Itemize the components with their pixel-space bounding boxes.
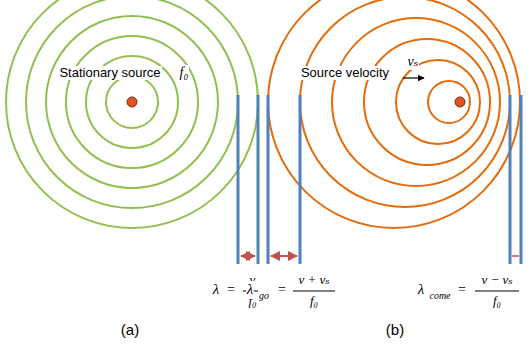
marker-line <box>257 95 260 264</box>
fraction-numerator: v + vₛ <box>297 273 330 288</box>
wavelength-arrows <box>241 255 519 257</box>
fraction-denominator: f₀ <box>309 294 319 309</box>
wavefront <box>428 81 470 123</box>
velocity-arrow <box>403 77 424 78</box>
stationary-wavefronts <box>6 0 258 228</box>
panel-caption: (a) <box>120 321 140 338</box>
equals-sign: = <box>226 282 236 298</box>
marker-line <box>520 95 523 264</box>
fraction-numerator: v − vₛ <box>480 273 513 288</box>
wavefront <box>106 76 158 128</box>
wavefront <box>364 39 490 165</box>
marker-line <box>237 95 240 264</box>
source-dot <box>455 97 465 107</box>
wavelength-symbol: λ <box>246 281 255 298</box>
wavelength-subscript: come <box>428 290 451 302</box>
dimension-arrow <box>271 255 297 257</box>
fraction-denominator: f₀ <box>492 294 502 309</box>
wavefront <box>332 18 500 186</box>
wavefront <box>268 0 520 228</box>
wavelength-symbol: λ <box>212 281 221 298</box>
equals-sign: = <box>277 282 287 298</box>
dimension-arrow <box>512 255 519 257</box>
wavefront <box>396 60 480 144</box>
panel-caption: (b) <box>385 321 405 338</box>
wavelength-markers <box>238 95 521 264</box>
wavefront <box>66 36 198 168</box>
velocity-label: Source velocity <box>300 66 390 81</box>
dimension-arrow <box>241 255 255 257</box>
velocity-symbol: vₛ <box>407 54 420 70</box>
fraction-bar <box>475 291 519 292</box>
wavelength-symbol: λ <box>417 281 426 298</box>
frequency-symbol: f₀ <box>179 65 190 81</box>
wavefront <box>6 0 258 228</box>
wavefront <box>26 0 238 208</box>
moving-wavefronts <box>268 0 520 228</box>
fraction-bar <box>293 291 335 292</box>
source-label: Stationary source <box>58 66 161 81</box>
wavelength-subscript: go <box>258 290 270 302</box>
marker-line <box>267 95 270 264</box>
marker-line <box>509 95 512 264</box>
marker-line <box>299 95 302 264</box>
wavefront <box>46 16 218 188</box>
equals-sign: = <box>457 282 467 298</box>
source-dot <box>127 97 137 107</box>
wavefront <box>300 0 510 207</box>
